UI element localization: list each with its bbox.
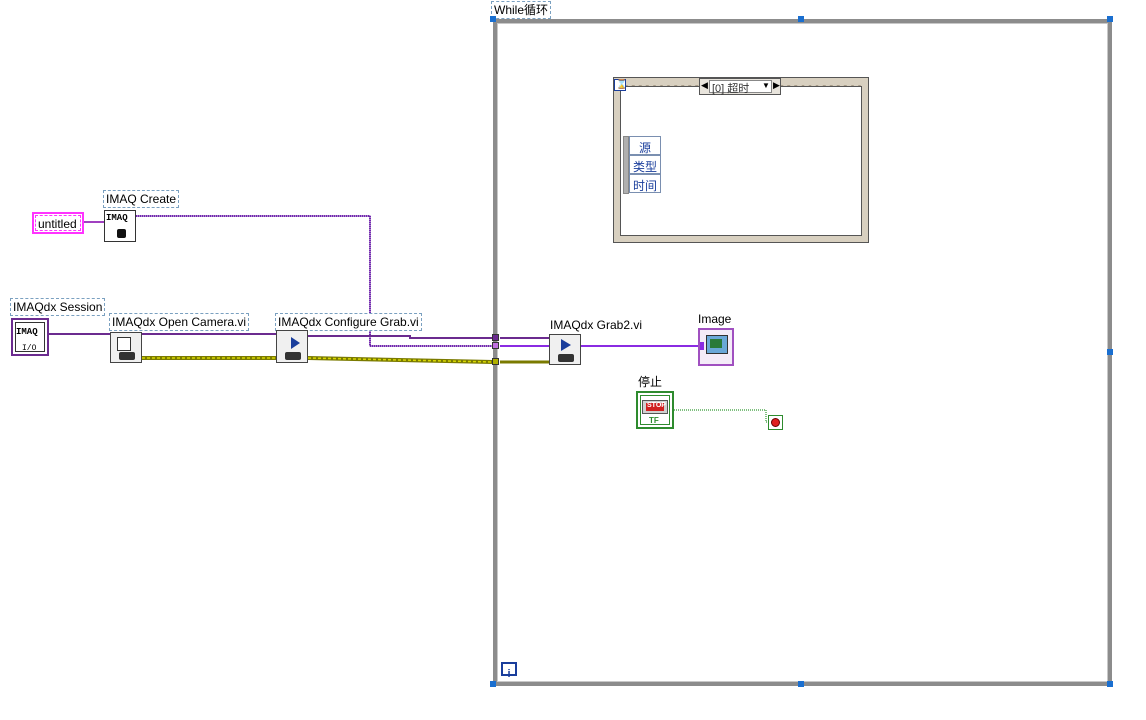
stop-tf-text: TF (649, 416, 659, 425)
imaq-create-node[interactable]: IMAQ (104, 210, 136, 242)
image-indicator-label: Image (698, 312, 732, 326)
event-data-item-0[interactable]: 源 (629, 136, 661, 155)
configure-grab-node[interactable] (276, 330, 308, 363)
session-label: IMAQdx Session (10, 298, 106, 316)
selector-dropdown-arrow[interactable]: ▼ (762, 81, 770, 90)
configure-grab-label: IMAQdx Configure Grab.vi (275, 313, 422, 331)
imaq-create-icon-text: IMAQ (106, 213, 128, 223)
event-data-node[interactable]: 源 类型 时间 (623, 136, 661, 195)
event-structure-outer-border (613, 77, 869, 243)
session-icon-text: IMAQ (16, 327, 38, 337)
open-camera-label: IMAQdx Open Camera.vi (109, 313, 250, 331)
camera-icon (558, 354, 574, 362)
loop-handle-bl[interactable] (490, 681, 496, 687)
stop-button-terminal[interactable]: STOP TF (636, 391, 674, 429)
name-string-constant[interactable]: untitled (32, 212, 84, 234)
event-case-selector[interactable]: ◀ [0] 超时 ▼ ▶ (699, 78, 781, 95)
selector-label: [0] 超时 (712, 83, 750, 95)
stop-button-text: STOP (647, 402, 666, 409)
constant-text: untitled (38, 217, 77, 231)
session-tunnel[interactable] (492, 334, 499, 341)
open-camera-icon (117, 337, 131, 351)
event-data-item-2[interactable]: 时间 (629, 174, 661, 193)
stop-sign-icon (771, 418, 780, 427)
hourglass-icon: ⌛ (616, 79, 628, 89)
play-icon (291, 337, 300, 349)
loop-condition-terminal[interactable] (768, 415, 783, 430)
camera-icon (119, 352, 135, 360)
loop-handle-tr[interactable] (1107, 16, 1113, 22)
grab2-node[interactable] (549, 334, 581, 365)
stop-label: 停止 (638, 375, 663, 389)
grab2-label: IMAQdx Grab2.vi (550, 318, 643, 332)
event-data-item-1[interactable]: 类型 (629, 155, 661, 174)
loop-handle-tl[interactable] (490, 16, 496, 22)
loop-handle-bc[interactable] (798, 681, 804, 687)
wire-error-to-loop-core (307, 357, 494, 363)
loop-handle-mr[interactable] (1107, 349, 1113, 355)
timeout-terminal[interactable]: ⌛ (614, 79, 628, 91)
iteration-terminal-text: i (507, 668, 511, 680)
selector-left-arrow[interactable]: ◀ (701, 80, 708, 90)
play-icon (561, 339, 571, 351)
error-tunnel[interactable] (492, 358, 499, 365)
image-indicator[interactable] (698, 328, 734, 366)
loop-handle-tc[interactable] (798, 16, 804, 22)
open-camera-node[interactable] (110, 332, 142, 363)
while-loop-label: While循环 (491, 1, 552, 19)
imaq-create-icon (117, 229, 126, 238)
wire-stop-to-condition[interactable] (672, 409, 769, 423)
wire-session-to-loop[interactable] (308, 335, 493, 339)
loop-handle-br[interactable] (1107, 681, 1113, 687)
stop-button-face: STOP (642, 400, 668, 414)
camera-icon (285, 352, 301, 360)
wire-image-ref-core (136, 215, 493, 347)
session-io-text: I/O (22, 344, 37, 353)
selector-right-arrow[interactable]: ▶ (773, 80, 780, 90)
iteration-terminal[interactable]: i (501, 662, 517, 680)
image-tunnel[interactable] (492, 342, 499, 349)
session-control[interactable]: IMAQ I/O (11, 318, 49, 356)
imaq-create-label: IMAQ Create (103, 190, 180, 208)
